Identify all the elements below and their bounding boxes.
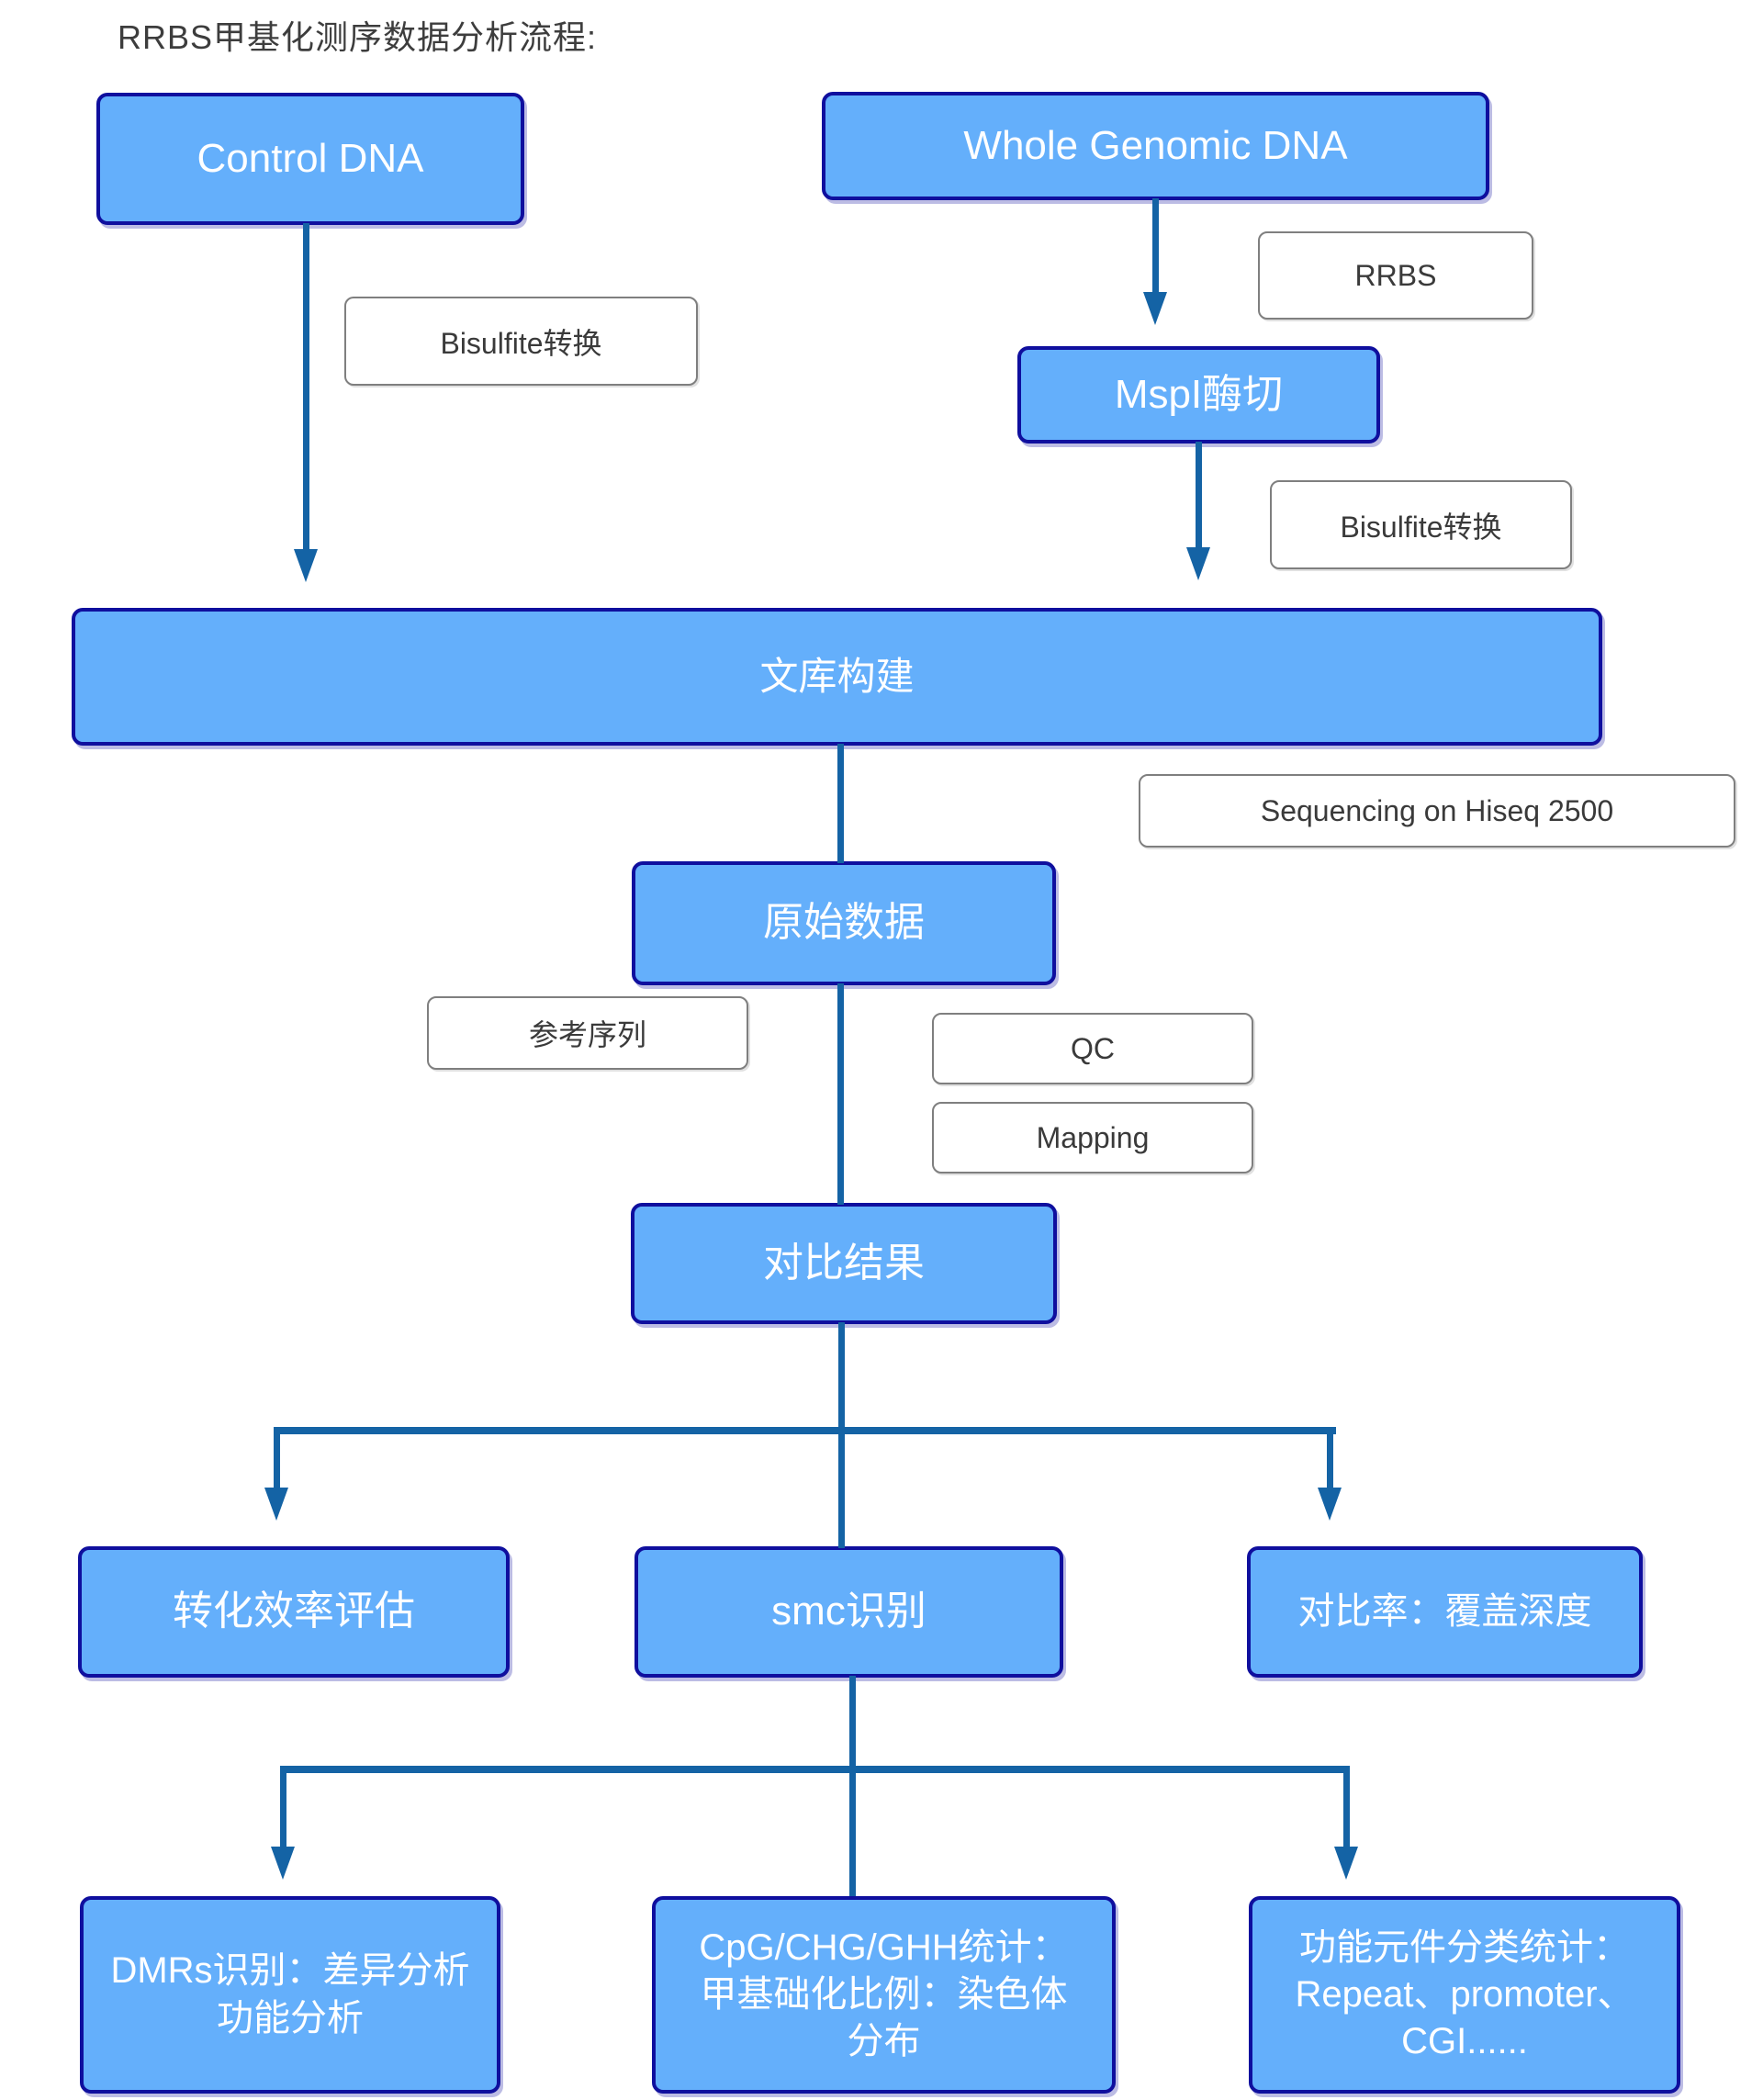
connector-wgd-to-mspi xyxy=(1152,198,1159,294)
connector-branch2-left xyxy=(280,1769,286,1848)
label-bisulfite-conversion-left: Bisulfite转换 xyxy=(344,297,698,386)
node-cpg-chg-ghh-stats: CpG/CHG/GHH统计： 甲基础化比例：染色体 分布 xyxy=(652,1896,1116,2094)
connector-alignment-branch-bar xyxy=(274,1427,1336,1434)
node-library-construction: 文库构建 xyxy=(72,608,1602,746)
arrowhead-branch2-right xyxy=(1334,1847,1358,1880)
node-whole-genomic-dna: Whole Genomic DNA xyxy=(822,92,1489,200)
connector-mspi-to-library xyxy=(1196,442,1202,549)
connector-raw-to-alignment xyxy=(837,983,844,1205)
node-mapping-rate-depth: 对比率：覆盖深度 xyxy=(1247,1546,1643,1678)
connector-branch1-left xyxy=(274,1431,280,1489)
connector-smc-branch-stem xyxy=(849,1676,856,1771)
connector-control-to-library xyxy=(303,223,309,551)
node-functional-elements: 功能元件分类统计： Repeat、promoter、 CGI...... xyxy=(1249,1896,1680,2094)
node-dmrs-identification: DMRs识别：差异分析 功能分析 xyxy=(80,1896,500,2094)
arrowhead-wgd-to-mspi xyxy=(1143,292,1167,325)
connector-branch1-right xyxy=(1327,1431,1333,1489)
page-title: RRBS甲基化测序数据分析流程: xyxy=(118,18,598,56)
label-reference-sequence: 参考序列 xyxy=(427,996,748,1070)
label-qc: QC xyxy=(932,1013,1253,1084)
connector-alignment-branch-stem xyxy=(838,1322,845,1431)
connector-branch2-right xyxy=(1343,1769,1350,1848)
label-mapping: Mapping xyxy=(932,1102,1253,1174)
arrowhead-branch1-right xyxy=(1318,1488,1342,1521)
node-raw-data: 原始数据 xyxy=(632,861,1056,985)
label-sequencing-hiseq2500: Sequencing on Hiseq 2500 xyxy=(1139,774,1735,848)
arrowhead-branch1-left xyxy=(264,1488,288,1521)
connector-smc-branch-bar xyxy=(280,1766,1350,1773)
node-conversion-efficiency: 转化效率评估 xyxy=(78,1546,510,1678)
node-control-dna: Control DNA xyxy=(96,93,524,225)
connector-branch1-middle xyxy=(838,1431,845,1548)
connector-branch2-middle xyxy=(849,1769,856,1896)
node-smc-identification: smc识别 xyxy=(634,1546,1063,1678)
connector-library-to-raw xyxy=(837,744,844,863)
arrowhead-mspi-to-library xyxy=(1186,547,1210,580)
arrowhead-control-to-library xyxy=(294,549,318,582)
arrowhead-branch2-left xyxy=(271,1847,295,1880)
label-rrbs: RRBS xyxy=(1258,231,1533,320)
node-mspi-digestion: MspI酶切 xyxy=(1017,346,1380,444)
node-alignment-result: 对比结果 xyxy=(631,1203,1057,1324)
label-bisulfite-conversion-right: Bisulfite转换 xyxy=(1270,480,1572,569)
